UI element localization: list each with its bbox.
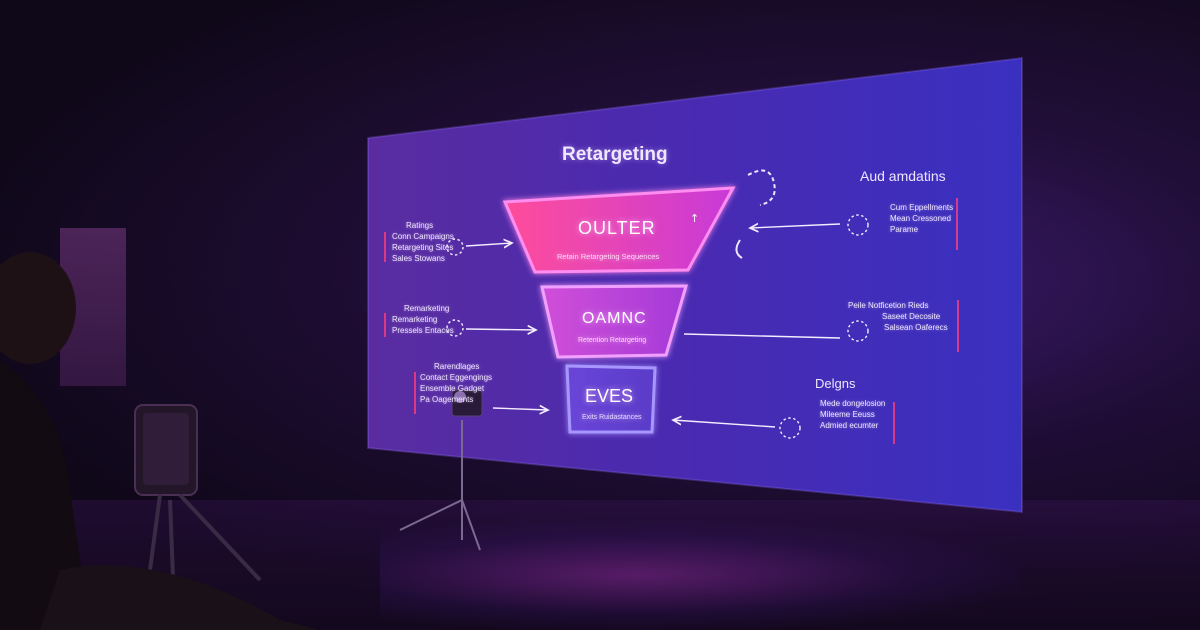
left-block-line: Sales Stowans <box>392 254 445 263</box>
accent-bar <box>384 313 386 337</box>
person-head <box>0 252 76 364</box>
left-block-2: Remarketing Remarketing Pressels Entaces <box>392 303 454 336</box>
right-block-heading: Peile Notficetion Rieds <box>848 301 929 310</box>
left-block-line: Pa Oagements <box>420 395 474 404</box>
arrow-icon <box>673 420 776 428</box>
right-block-line: Saseet Decosite <box>882 312 941 321</box>
target-icon <box>847 214 869 236</box>
person-body <box>0 360 90 630</box>
camera-screen <box>143 413 189 485</box>
target-icon <box>446 238 464 256</box>
stage-mark-icon: ↑ <box>690 212 699 225</box>
tripod-projector <box>399 389 483 551</box>
right-block-line: Parame <box>890 225 919 234</box>
left-block-heading: Remarketing <box>404 304 450 313</box>
left-block-line: Pressels Entaces <box>392 326 454 335</box>
right-block-line: Salsean Oaferecs <box>884 323 948 332</box>
left-block-line: Retargeting Sites <box>392 243 454 252</box>
right-block-line: Cum Eppellments <box>890 203 954 212</box>
right-block-line: Mileeme Eeuss <box>820 410 875 419</box>
funnel-middle-sublabel: Retention Retargeting <box>578 337 647 344</box>
funnel-bottom-label: EVES <box>585 386 634 406</box>
floor-reflection <box>380 520 1020 630</box>
right-block-3: Mede dongelosion Mileeme Eeuss Admied ec… <box>820 398 885 431</box>
right-block-line: Admied ecumter <box>820 421 879 430</box>
right-block-3-heading: Delgns <box>815 376 856 391</box>
person-silhouette <box>0 252 320 630</box>
target-icon <box>779 417 801 439</box>
funnel-top-sublabel: Retain Retargeting Sequences <box>557 252 660 261</box>
arrow-icon <box>492 408 548 410</box>
left-block-line: Contact Eggengings <box>420 373 493 382</box>
accent-bar <box>414 372 416 414</box>
arrow-icon <box>465 329 536 330</box>
screen-surface <box>368 58 1022 512</box>
funnel-middle-label: OAMNC <box>582 310 647 327</box>
screen-title: Retargeting <box>562 144 668 165</box>
left-block-line: Conn Campaigns <box>392 232 454 241</box>
left-block-line: Ensemble Gadget <box>420 384 485 393</box>
accent-bar <box>957 300 959 352</box>
funnel <box>502 186 736 434</box>
arrow-icon <box>750 224 841 228</box>
person-arm <box>40 565 320 630</box>
right-block-2: Peile Notficetion Rieds Saseet Decosite … <box>848 300 948 333</box>
accent-bar <box>893 402 895 444</box>
funnel-stage-bottom <box>565 364 657 434</box>
funnel-stage-middle <box>540 284 689 359</box>
accent-bar <box>384 232 386 262</box>
target-icon <box>847 320 869 342</box>
left-block-heading: Ratings <box>406 221 434 230</box>
decorative-hook <box>735 239 743 259</box>
right-block-line: Mean Cressoned <box>890 214 951 223</box>
connector-line <box>683 333 841 339</box>
funnel-bottom-sublabel: Exits Ruidastances <box>582 414 642 421</box>
right-block-line: Mede dongelosion <box>820 399 886 408</box>
right-block-1: Cum Eppellments Mean Cressoned Parame <box>890 202 953 235</box>
left-block-line: Remarketing <box>392 315 438 324</box>
left-block-1: Ratings Conn Campaigns Retargeting Sites… <box>392 220 454 264</box>
accent-bar <box>956 198 958 250</box>
funnel-stage-top <box>502 186 736 274</box>
funnel-top-label: OULTER <box>578 218 656 238</box>
right-block-1-heading: Aud amdatins <box>860 168 946 184</box>
target-icon <box>446 319 464 337</box>
projector-lens-icon <box>454 391 466 403</box>
left-block-heading: Rarendlages <box>434 362 480 371</box>
left-block-3: Rarendlages Contact Eggengings Ensemble … <box>420 361 492 405</box>
arrow-icon <box>465 243 512 246</box>
